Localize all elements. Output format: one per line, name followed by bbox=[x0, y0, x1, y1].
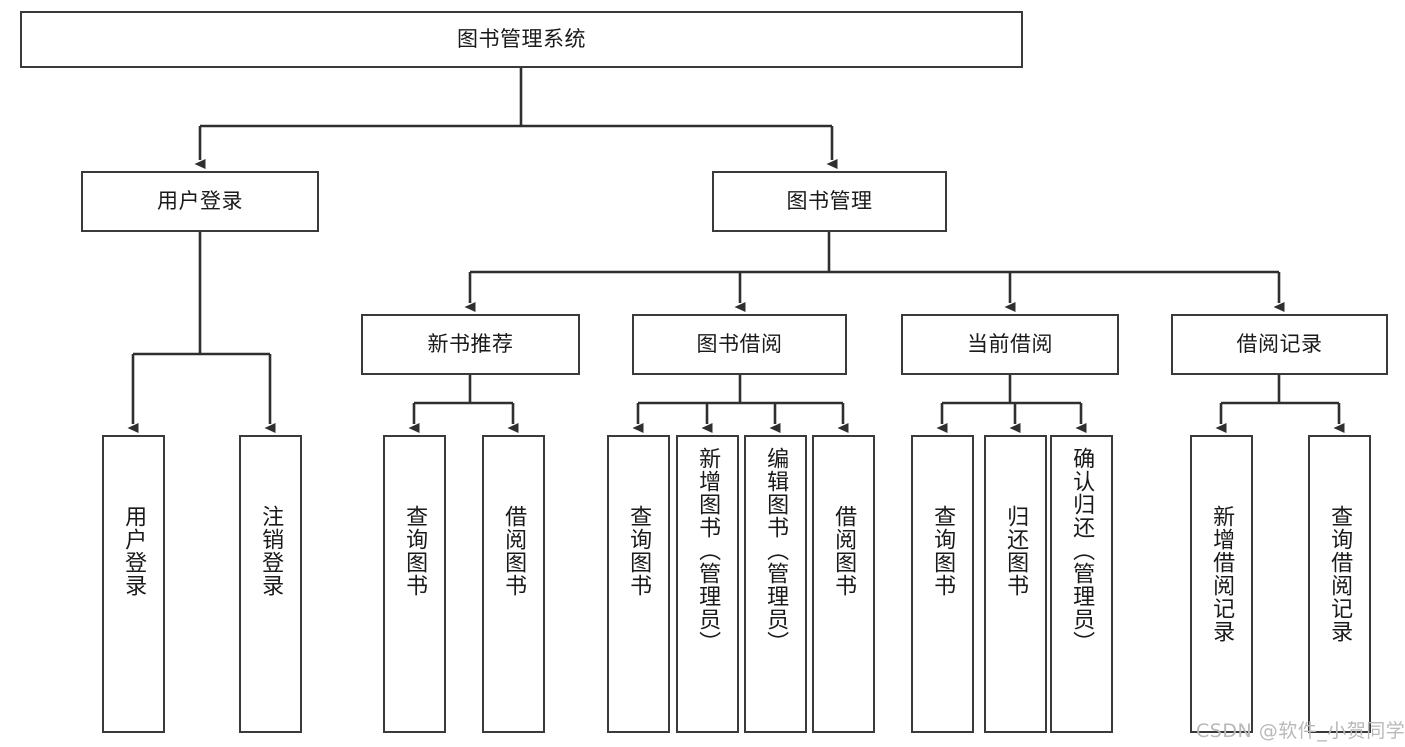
node-label: 查询图书 bbox=[626, 505, 652, 597]
node-user-login[interactable]: 用户登录 bbox=[81, 171, 319, 232]
node-label: 归还图书 bbox=[1003, 505, 1029, 597]
leaf-borrow-books-newbook[interactable]: 借阅图书 bbox=[482, 435, 545, 733]
node-label: 查询图书 bbox=[402, 505, 428, 597]
node-label: 借阅图书 bbox=[501, 505, 527, 597]
node-label: 确认归还（管理员） bbox=[1069, 447, 1095, 654]
node-label: 用户登录 bbox=[121, 505, 147, 597]
leaf-logout-login[interactable]: 注销登录 bbox=[239, 435, 302, 733]
leaf-return-books[interactable]: 归还图书 bbox=[984, 435, 1047, 733]
node-label: 查询借阅记录 bbox=[1327, 505, 1353, 643]
leaf-add-book-admin[interactable]: 新增图书（管理员） bbox=[676, 435, 739, 733]
node-current-borrowing[interactable]: 当前借阅 bbox=[901, 314, 1119, 375]
csdn-watermark: CSDN @软件_小贺同学 bbox=[1196, 720, 1405, 742]
node-label: 新书推荐 bbox=[427, 332, 514, 357]
leaf-user-login[interactable]: 用户登录 bbox=[102, 435, 165, 733]
node-label: 查询图书 bbox=[930, 505, 956, 597]
node-label: 借阅图书 bbox=[831, 505, 857, 597]
leaf-query-books-newbook[interactable]: 查询图书 bbox=[383, 435, 446, 733]
node-book-management[interactable]: 图书管理 bbox=[712, 171, 947, 232]
leaf-borrow-books-borrow[interactable]: 借阅图书 bbox=[812, 435, 875, 733]
node-borrowing-record[interactable]: 借阅记录 bbox=[1171, 314, 1388, 375]
node-label: 当前借阅 bbox=[967, 332, 1053, 357]
node-label: 注销登录 bbox=[258, 505, 284, 597]
node-label: 用户登录 bbox=[157, 189, 243, 214]
leaf-query-books-current[interactable]: 查询图书 bbox=[911, 435, 974, 733]
leaf-query-books-borrow[interactable]: 查询图书 bbox=[607, 435, 670, 733]
node-label: 借阅记录 bbox=[1236, 332, 1323, 357]
node-label: 编辑图书（管理员） bbox=[763, 447, 789, 654]
node-label: 新增借阅记录 bbox=[1209, 505, 1235, 643]
node-root-book-management-system[interactable]: 图书管理系统 bbox=[20, 11, 1023, 68]
node-label: 图书借阅 bbox=[696, 332, 783, 357]
leaf-query-borrow-record[interactable]: 查询借阅记录 bbox=[1308, 435, 1371, 733]
node-label: 新增图书（管理员） bbox=[695, 447, 721, 654]
leaf-add-borrow-record[interactable]: 新增借阅记录 bbox=[1190, 435, 1253, 733]
node-label: 图书管理 bbox=[786, 189, 873, 214]
node-book-borrowing[interactable]: 图书借阅 bbox=[632, 314, 847, 375]
node-new-book-recommendation[interactable]: 新书推荐 bbox=[361, 314, 580, 375]
node-label: 图书管理系统 bbox=[457, 27, 586, 52]
leaf-confirm-return-admin[interactable]: 确认归还（管理员） bbox=[1050, 435, 1113, 733]
leaf-edit-book-admin[interactable]: 编辑图书（管理员） bbox=[744, 435, 807, 733]
